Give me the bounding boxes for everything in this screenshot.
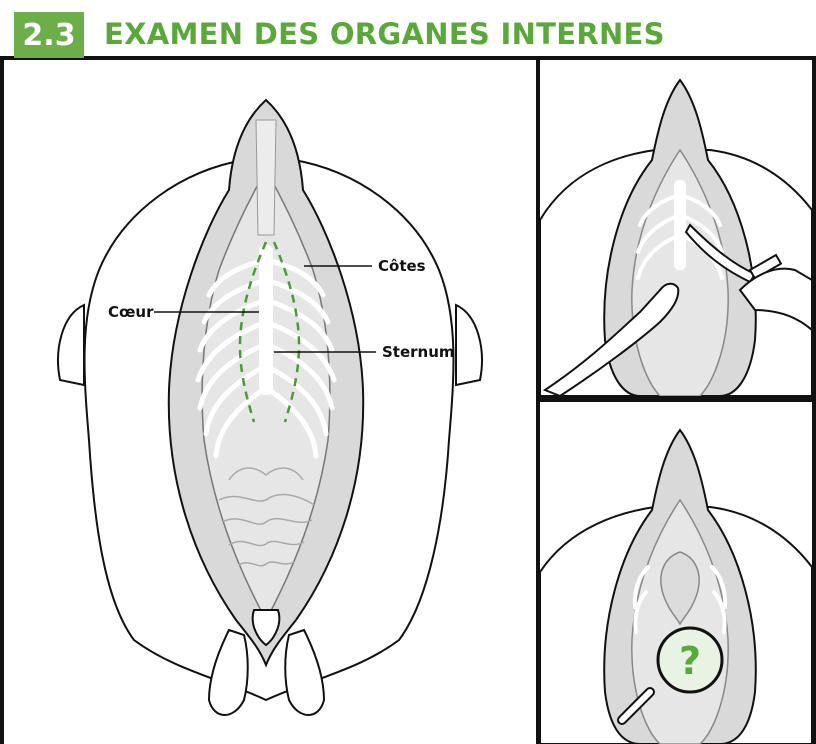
- section-number-badge: 2.3: [14, 12, 84, 58]
- section-header: 2.3 EXAMEN DES ORGANES INTERNES: [0, 0, 816, 60]
- inspection-step-diagram: ?: [540, 402, 812, 744]
- section-title: EXAMEN DES ORGANES INTERNES: [104, 16, 665, 52]
- right-wing: [456, 305, 482, 385]
- left-wing: [58, 305, 84, 385]
- sternum-label: Sternum: [382, 343, 455, 361]
- inspection-step-panel: ?: [540, 402, 812, 744]
- main-panel: Côtes Cœur Sternum: [4, 60, 536, 744]
- neck: [256, 120, 276, 235]
- heart-label: Cœur: [108, 303, 154, 321]
- ribs-label: Côtes: [378, 257, 426, 275]
- magnifier-question-mark: ?: [679, 639, 701, 683]
- cutting-step-panel: [540, 60, 812, 396]
- step1-sternum: [674, 180, 686, 270]
- cutting-step-diagram: [540, 60, 812, 396]
- carcass-overview-diagram: Côtes Cœur Sternum: [4, 60, 536, 744]
- sternum: [259, 245, 273, 395]
